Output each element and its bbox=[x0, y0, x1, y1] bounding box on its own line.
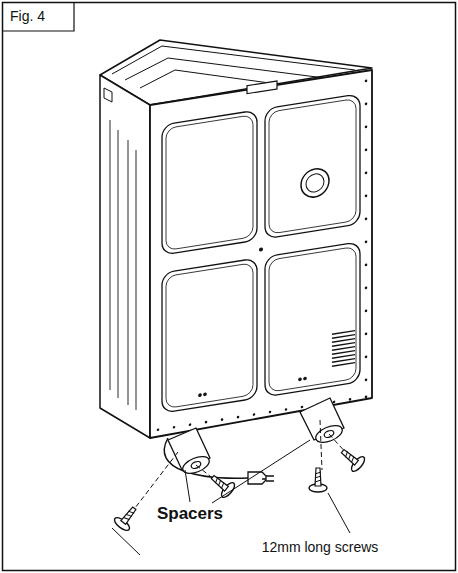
screw-hole bbox=[365, 395, 368, 398]
screw-hole bbox=[365, 102, 368, 105]
screw-hole bbox=[253, 413, 256, 416]
part-label: 12mm long screws bbox=[260, 540, 381, 555]
vent-slot bbox=[332, 339, 355, 343]
screw-hole bbox=[205, 421, 208, 424]
screw-hole bbox=[365, 378, 368, 381]
screw-hole bbox=[365, 309, 368, 312]
screw-hole bbox=[173, 426, 176, 429]
vent-slot bbox=[332, 351, 355, 355]
screw-hole bbox=[365, 194, 368, 197]
screw-hole bbox=[365, 240, 368, 243]
screw-hole bbox=[365, 148, 368, 151]
screw-hole bbox=[365, 171, 368, 174]
vent-slot bbox=[332, 331, 355, 335]
part-label: Spacers bbox=[155, 505, 225, 524]
screw-hole bbox=[189, 423, 192, 426]
screw-hole bbox=[349, 398, 352, 401]
screw-hole bbox=[285, 408, 288, 411]
screw-hole bbox=[237, 416, 240, 419]
screw-hole bbox=[365, 125, 368, 128]
screw-hole bbox=[333, 400, 336, 403]
vent-slot bbox=[332, 359, 355, 363]
screw-hole bbox=[365, 355, 368, 358]
screw-hole bbox=[365, 263, 368, 266]
vent-slot bbox=[332, 363, 355, 367]
figure-label: Fig. 4 bbox=[8, 9, 47, 24]
screw-hole bbox=[221, 418, 224, 421]
screw-hole bbox=[365, 79, 368, 82]
screw-hole bbox=[365, 332, 368, 335]
screw-hole bbox=[269, 411, 272, 414]
vent-slot bbox=[332, 343, 355, 347]
screw-hole bbox=[301, 405, 304, 408]
vent-slot bbox=[332, 355, 355, 359]
vent-slot bbox=[332, 347, 355, 351]
screw-hole bbox=[365, 286, 368, 289]
vent-slot bbox=[332, 335, 355, 339]
screw-hole bbox=[365, 217, 368, 220]
screw-hole bbox=[157, 428, 160, 431]
